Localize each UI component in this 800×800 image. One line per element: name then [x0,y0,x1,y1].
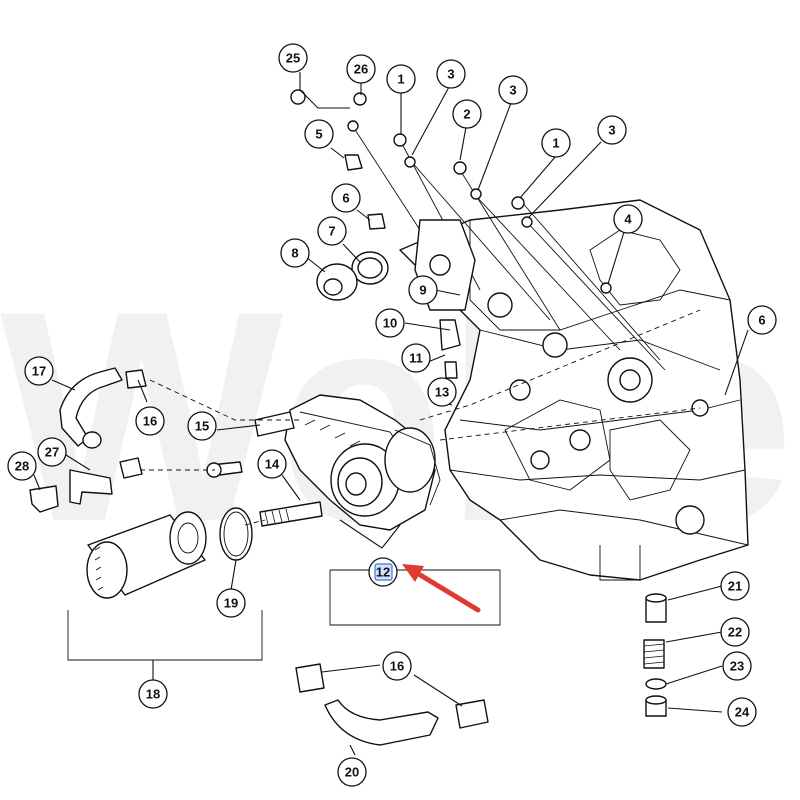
svg-text:1: 1 [397,72,404,87]
svg-text:8: 8 [291,246,298,261]
callout-8: 8 [280,238,310,268]
svg-text:6: 6 [758,313,765,328]
svg-text:4: 4 [624,212,632,227]
svg-text:3: 3 [447,67,454,82]
callout-15: 15 [187,411,217,441]
svg-text:13: 13 [435,385,449,400]
callout-3: 3 [498,75,528,105]
svg-text:20: 20 [345,765,359,780]
callout-17: 17 [24,356,54,386]
callout-6: 6 [747,305,777,335]
callout-24: 24 [727,697,757,727]
callout-12: 12 [368,557,398,587]
callout-2: 2 [452,99,482,129]
svg-text:28: 28 [15,459,29,474]
lower-hose [295,663,489,746]
callout-16: 16 [135,406,165,436]
callout-22: 22 [720,617,750,647]
svg-text:15: 15 [195,419,209,434]
upper-hose [59,367,147,479]
svg-text:9: 9 [419,283,426,298]
svg-text:21: 21 [728,579,742,594]
svg-text:12: 12 [376,565,390,580]
callout-1: 1 [386,64,416,94]
svg-text:23: 23 [730,659,744,674]
callout-3: 3 [436,59,466,89]
callout-23: 23 [722,651,752,681]
callout-11: 11 [401,343,431,373]
callouts: 25 26 1 3 3 2 1 3 5 6 7 8 9 4 6 10 11 13… [7,43,777,787]
svg-text:19: 19 [224,596,238,611]
callout-12-highlight [374,563,393,581]
svg-text:2: 2 [463,107,470,122]
highlight-arrow [402,564,481,613]
head-bolts [290,89,666,379]
svg-text:3: 3 [509,83,516,98]
oil-filter-housing [206,394,441,531]
callout-5: 5 [304,119,334,149]
callout-25: 25 [278,43,308,73]
callout-18: 18 [138,679,168,709]
svg-text:27: 27 [45,445,59,460]
svg-text:11: 11 [409,351,423,366]
callout-26: 26 [346,54,376,84]
callout-10: 10 [375,308,405,338]
svg-text:25: 25 [286,51,300,66]
svg-text:22: 22 [728,625,742,640]
leader-lines [33,72,749,756]
callout-9: 9 [408,275,438,305]
svg-text:14: 14 [265,457,280,472]
callout-14: 14 [257,449,287,479]
callout-6: 6 [331,183,361,213]
svg-text:26: 26 [354,62,368,77]
callout-4: 4 [613,204,643,234]
svg-text:18: 18 [146,687,160,702]
svg-text:5: 5 [315,127,322,142]
svg-text:17: 17 [32,364,46,379]
callout-20: 20 [337,757,367,787]
relief-valve-parts [643,593,667,717]
callout-27: 27 [37,437,67,467]
bracket [29,469,113,513]
svg-text:7: 7 [328,224,335,239]
svg-text:10: 10 [383,316,397,331]
svg-text:16: 16 [390,659,404,674]
callout-3: 3 [597,115,627,145]
callout-1: 1 [541,128,571,158]
svg-text:16: 16 [143,414,157,429]
oil-filter [86,507,253,599]
callout-28: 28 [7,451,37,481]
callout-16: 16 [382,651,412,681]
svg-text:6: 6 [342,191,349,206]
engine-block [399,199,749,581]
svg-text:3: 3 [608,123,615,138]
guide-lines [67,309,701,661]
svg-text:1: 1 [552,136,559,151]
callout-19: 19 [216,588,246,618]
callout-13: 13 [427,377,457,407]
callout-7: 7 [317,216,347,246]
svg-text:24: 24 [735,705,750,720]
callout-21: 21 [720,571,750,601]
